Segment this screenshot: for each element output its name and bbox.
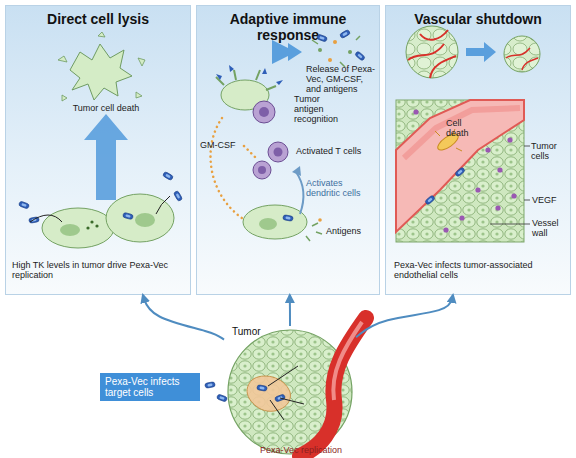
flow-arrow: [356, 295, 453, 337]
annotation-label: Activates dendritic cells: [306, 178, 368, 198]
annotation-label: Activated T cells: [296, 146, 376, 156]
panel-title: Adaptive immune response: [197, 11, 379, 43]
tumor-label: Tumor: [232, 326, 261, 337]
panel-title: Direct cell lysis: [6, 11, 190, 27]
panel-title: Vascular shutdown: [386, 11, 570, 27]
annotation-label: Tumor cells: [531, 141, 571, 161]
box-label: Pexa-Vec infects target cells: [105, 376, 195, 398]
annotation-label: Antigens: [326, 226, 376, 236]
annotation-label: Pexa-Vec replication: [246, 445, 356, 455]
annotation-label: Vessel wall: [532, 218, 570, 238]
annotation-label: GM-CSF: [200, 140, 240, 150]
annotation-label: Release of Pexa-Vec, GM-CSF, and antigen…: [306, 64, 378, 94]
annotation-label: Tumor cell death: [56, 103, 156, 113]
tumor-illustration: [205, 318, 366, 456]
annotation-label: High TK levels in tumor drive Pexa-Vec r…: [12, 260, 172, 280]
flow-arrow: [143, 295, 224, 340]
annotation-label: Cell death: [446, 118, 476, 138]
mechanism-panel: Direct cell lysis: [5, 5, 191, 295]
annotation-label: Tumor antigen recognition: [294, 94, 350, 124]
process-box: Pexa-Vec infects target cells: [100, 373, 200, 401]
tumor-mass: Tumor: [224, 326, 356, 454]
annotation-label: VEGF: [532, 195, 568, 205]
flow-arrow: [289, 295, 291, 326]
annotation-label: Pexa-Vec infects tumor-associated endoth…: [394, 260, 564, 280]
